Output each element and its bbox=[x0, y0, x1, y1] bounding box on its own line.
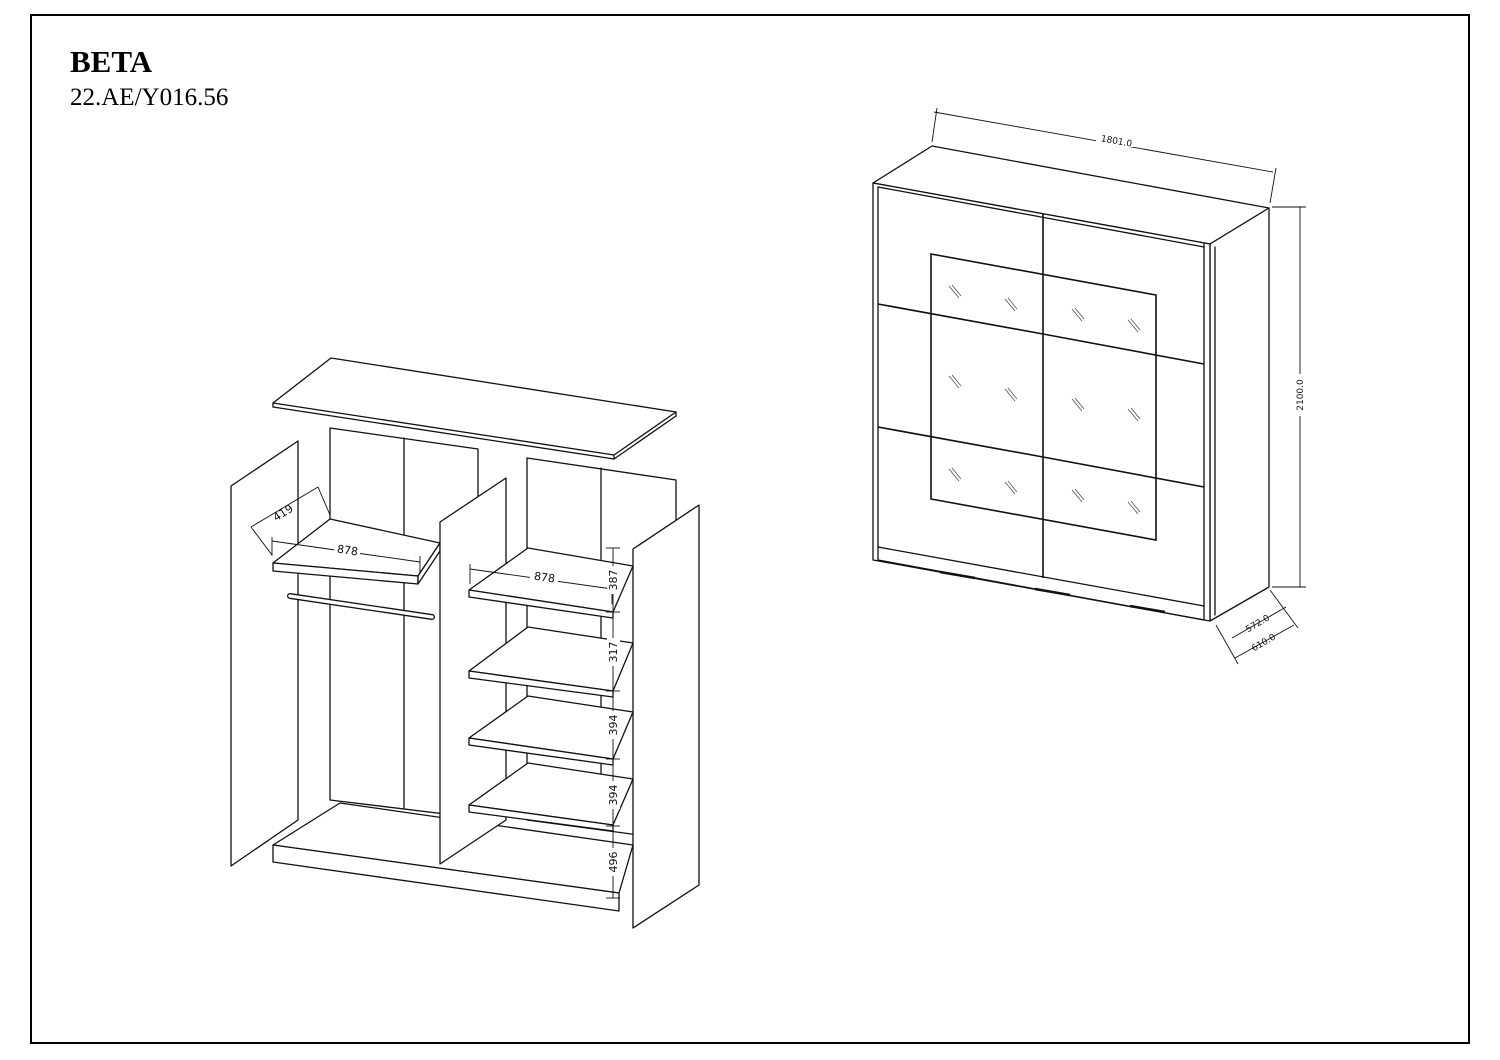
dimension-shelf-spacing: 387 317 394 394 496 bbox=[606, 547, 620, 899]
drawing-frame bbox=[30, 14, 1470, 1044]
mirror-panel bbox=[930, 253, 1157, 541]
dimension-label-gap-4: 394 bbox=[607, 785, 620, 806]
foot bbox=[1129, 604, 1166, 614]
dimension-height: 2100.0 bbox=[1272, 206, 1307, 588]
clothes-rail-highlight bbox=[288, 594, 434, 619]
bottom-panel-front bbox=[272, 844, 620, 912]
dimension-right-shelf-width: 878 bbox=[469, 564, 613, 604]
foot bbox=[1034, 587, 1071, 597]
assembled-wardrobe-view: 1801.0 2100.0 572.0 610.0 bbox=[872, 107, 1307, 665]
panel-band bbox=[1042, 333, 1205, 365]
panel-band bbox=[1042, 456, 1205, 488]
dimension-label-gap-3: 394 bbox=[607, 715, 620, 736]
panel-band bbox=[877, 426, 1044, 458]
exploded-interior-view: 419 878 878 387 bbox=[230, 357, 700, 929]
dimension-label-gap-1: 387 bbox=[607, 570, 620, 591]
frame-edge bbox=[877, 186, 1205, 248]
dimension-label-right-shelf-width: 878 bbox=[533, 570, 556, 586]
top-panel-edge bbox=[613, 415, 677, 460]
wardrobe-front bbox=[872, 182, 1211, 622]
right-shelves bbox=[468, 547, 634, 832]
plinth-line bbox=[877, 546, 1205, 607]
product-title: BETA bbox=[70, 44, 153, 79]
dimension-label-height: 2100.0 bbox=[1296, 379, 1306, 411]
side-panel-left bbox=[230, 440, 299, 867]
panel-band bbox=[877, 303, 1044, 335]
side-panel-right bbox=[632, 504, 700, 929]
dimension-label-depth-inner: 572.0 bbox=[1244, 613, 1272, 635]
dimension-label-gap-5: 496 bbox=[607, 852, 620, 873]
foot bbox=[939, 570, 976, 580]
dimension-left-shelf-width: 878 bbox=[271, 537, 421, 572]
dimension-label-gap-2: 317 bbox=[607, 642, 620, 663]
dimension-label-left-shelf-width: 878 bbox=[336, 543, 359, 559]
dimension-label-depth-outer: 610.0 bbox=[1250, 632, 1278, 654]
product-code: 22.AE/Y016.56 bbox=[70, 84, 229, 111]
wardrobe-right-side bbox=[1209, 207, 1270, 622]
mirror-reflections bbox=[948, 284, 1141, 515]
top-panel-edge bbox=[272, 406, 615, 460]
dimension-width: 1801.0 bbox=[931, 107, 1277, 204]
